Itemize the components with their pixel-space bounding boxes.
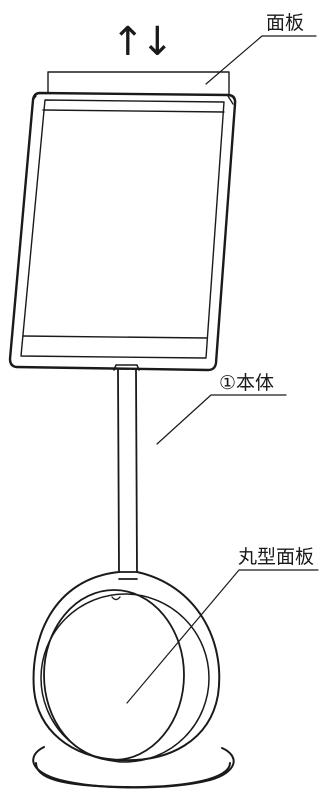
label-body: ①本体: [219, 372, 275, 394]
leader-lines: [126, 35, 319, 704]
label-panel: 面板: [266, 12, 305, 34]
base-disc: [32, 746, 235, 789]
leader-body: [156, 394, 287, 445]
pole: [117, 369, 138, 580]
round-base-head: [32, 571, 221, 763]
up-down-arrows-icon: ↑↓: [111, 19, 174, 65]
pole-collar: [113, 364, 140, 371]
label-round-panel: 丸型面板: [238, 546, 315, 568]
leader-panel: [205, 35, 317, 85]
panel-insert: [47, 71, 230, 96]
leader-round-panel: [126, 569, 319, 704]
panel-frame: [8, 91, 237, 372]
